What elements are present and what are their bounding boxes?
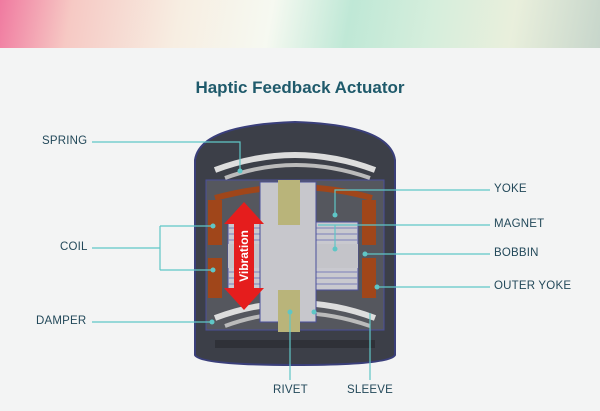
page-title: Haptic Feedback Actuator [195,78,405,97]
label-rivet: RIVET [273,384,308,396]
label-damper: DAMPER [36,315,87,327]
header-banner [0,0,600,48]
leader-dots [209,168,380,325]
vibration-label: Vibration [237,230,251,282]
label-coil: COIL [60,241,88,253]
label-sleeve: SLEEVE [347,384,393,396]
label-outer-yoke: OUTER YOKE [494,280,572,292]
label-magnet: MAGNET [494,218,545,230]
label-yoke: YOKE [494,183,527,195]
vibration-arrow [224,202,264,310]
label-bobbin: BOBBIN [494,247,539,259]
label-spring: SPRING [42,135,88,147]
leader-lines [92,141,490,380]
actuator-cross-section [194,120,396,367]
